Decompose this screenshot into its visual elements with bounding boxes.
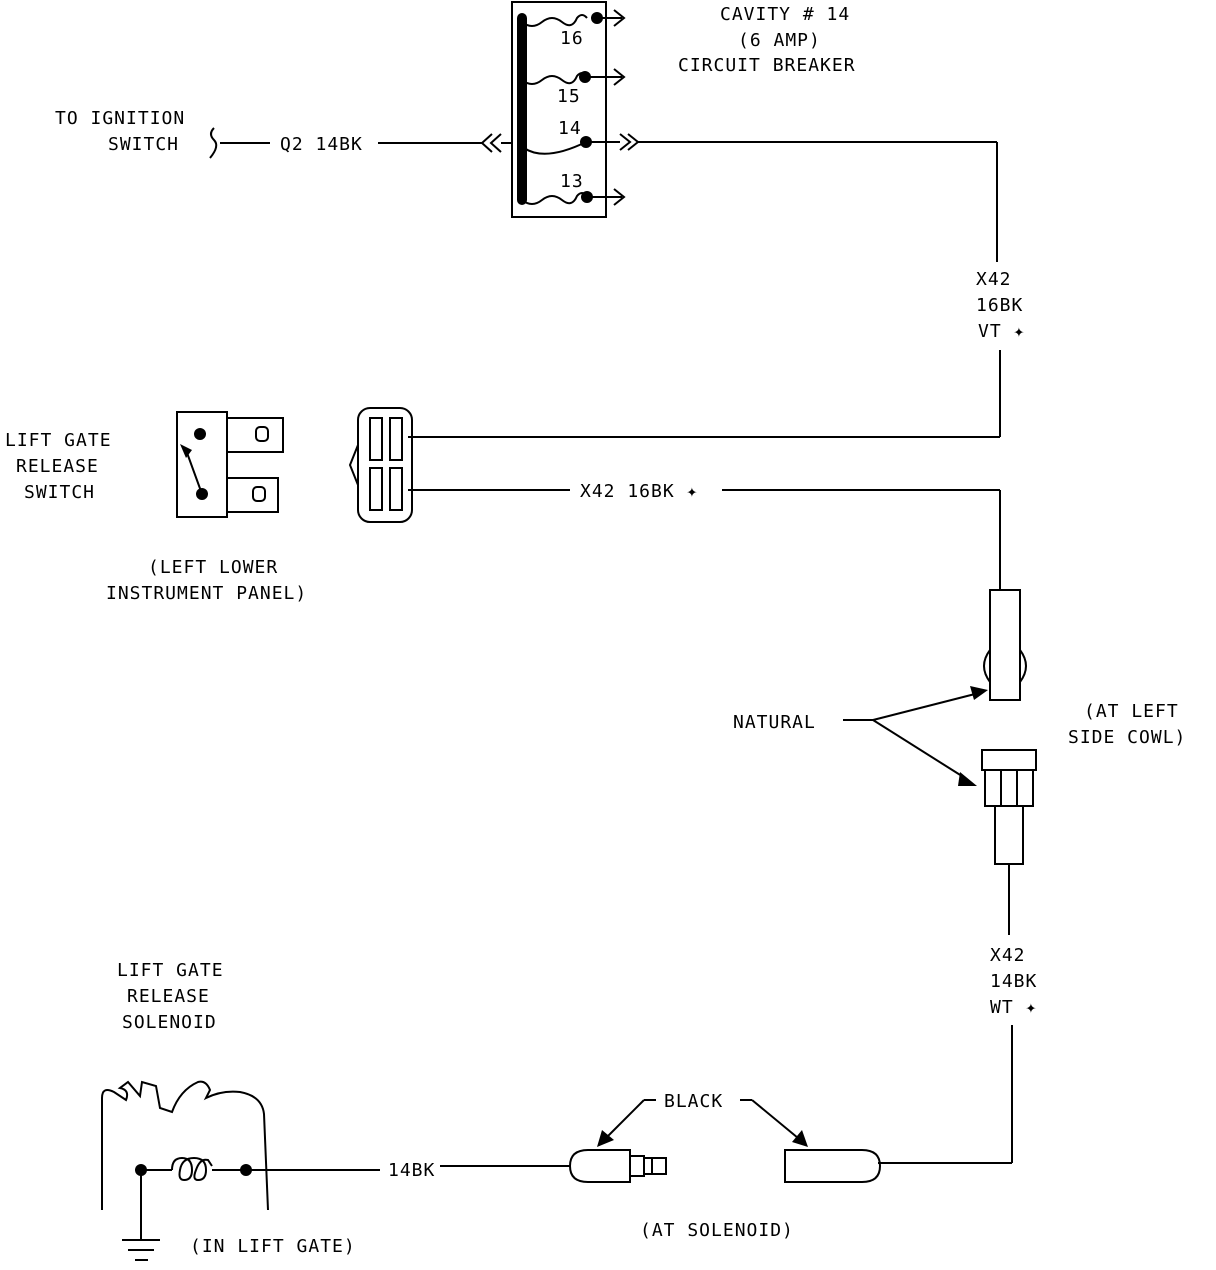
output-16-arrow	[613, 9, 626, 27]
connector-shell	[357, 407, 413, 523]
solenoid-label-line1: LIFT GATE	[117, 960, 224, 981]
breaker-element-15	[521, 72, 588, 85]
cowl-male-body	[989, 589, 1021, 701]
output-13-arrow	[613, 188, 626, 206]
spade-hole-top	[255, 426, 269, 442]
switch-location-line1: (LEFT LOWER	[148, 557, 278, 578]
cowl-female-cap	[981, 749, 1037, 771]
switch-contact-top	[194, 428, 206, 440]
breaker-element-16	[521, 14, 588, 27]
cowl-connector-male	[983, 589, 1027, 701]
switch-label-line1: LIFT GATE	[5, 430, 112, 451]
breaker-element-13	[521, 192, 588, 205]
cowl-female-body	[994, 805, 1024, 865]
solenoid-connector-female	[784, 1149, 882, 1183]
lift-gate-solenoid	[101, 1080, 269, 1240]
switch-blade	[185, 449, 203, 495]
cowl-location-line2: SIDE COWL)	[1068, 727, 1186, 748]
connector-cavity-3	[369, 467, 383, 511]
solenoid-label-line3: SOLENOID	[122, 1012, 217, 1033]
natural-arrow-lower	[872, 719, 966, 779]
input-chevron-inner	[489, 133, 502, 153]
x42-vt-line2: 16BK	[976, 295, 1023, 316]
solenoid-female-body	[784, 1149, 882, 1183]
cavity-14-label: 14	[558, 118, 582, 139]
black-arrowhead-right	[792, 1130, 808, 1147]
solenoid-location: (IN LIFT GATE)	[190, 1236, 356, 1257]
black-arrowhead-left	[597, 1130, 614, 1147]
cavity-label: CAVITY # 14	[720, 4, 850, 25]
solenoid-male-pin	[643, 1157, 667, 1175]
cowl-location-line1: (AT LEFT	[1084, 701, 1179, 722]
output-15-arrow	[613, 68, 626, 86]
x42-wt-line1: X42	[990, 945, 1026, 966]
cavity-16-label: 16	[560, 28, 584, 49]
output-chevron-inner	[619, 133, 632, 151]
cowl-female-pin-2	[1000, 769, 1018, 807]
connector-cavity-4	[389, 467, 403, 511]
switch-body	[176, 411, 228, 518]
amp-label: (6 AMP)	[738, 30, 821, 51]
solenoid-connector-male	[568, 1149, 667, 1183]
solenoid-connector-location: (AT SOLENOID)	[640, 1220, 794, 1241]
cowl-male-latch-left	[983, 649, 991, 683]
ignition-label-line2: SWITCH	[108, 134, 179, 155]
switch-spade-bottom	[227, 477, 279, 513]
solenoid-wire-label: 14BK	[388, 1160, 435, 1181]
fuse-block-outline	[511, 1, 607, 218]
solenoid-male-neck	[629, 1155, 645, 1177]
connector-latch	[348, 444, 359, 486]
switch-label-line2: RELEASE	[16, 456, 99, 477]
black-arrow-right	[751, 1099, 799, 1139]
cavity-13-label: 13	[560, 171, 584, 192]
cowl-connector-female	[981, 749, 1037, 865]
black-arrow-left	[605, 1099, 645, 1139]
cavity-15-label: 15	[557, 86, 581, 107]
solenoid-housing	[101, 1080, 269, 1211]
switch-connector	[348, 407, 413, 523]
ignition-label-line1: TO IGNITION	[55, 108, 185, 129]
black-label: BLACK	[664, 1091, 723, 1112]
x42-mid-label: X42 16BK ✦	[580, 481, 698, 502]
x42-vt-line3: VT ✦	[978, 321, 1025, 342]
connector-cavity-1	[369, 417, 383, 461]
solenoid-coil	[171, 1156, 213, 1182]
natural-label: NATURAL	[733, 712, 816, 733]
ignition-wire-label: Q2 14BK	[280, 134, 363, 155]
breaker-label: CIRCUIT BREAKER	[678, 55, 856, 76]
switch-location-line2: INSTRUMENT PANEL)	[106, 583, 307, 604]
ground-icon	[122, 1239, 160, 1261]
connector-cavity-2	[389, 417, 403, 461]
natural-arrowhead-lower	[958, 772, 977, 786]
natural-arrow-upper	[872, 693, 976, 721]
lift-gate-switch	[176, 411, 284, 518]
fuse-block: 16 15 14 13	[480, 1, 640, 218]
cowl-female-pin-3	[1016, 769, 1034, 807]
natural-arrowhead-upper	[970, 686, 988, 700]
wire-break-symbol	[209, 127, 218, 159]
x42-wt-line2: 14BK	[990, 971, 1037, 992]
switch-spade-top	[227, 417, 284, 453]
switch-blade-arrow	[180, 444, 192, 458]
spade-hole-bottom	[252, 486, 266, 502]
x42-vt-line1: X42	[976, 269, 1012, 290]
x42-wt-line3: WT ✦	[990, 997, 1037, 1018]
solenoid-label-line2: RELEASE	[127, 986, 210, 1007]
breaker-element-14	[523, 141, 587, 155]
cowl-female-pin-1	[984, 769, 1002, 807]
solenoid-male-body	[568, 1149, 631, 1183]
switch-label-line3: SWITCH	[24, 482, 95, 503]
cowl-male-latch-right	[1019, 649, 1027, 683]
